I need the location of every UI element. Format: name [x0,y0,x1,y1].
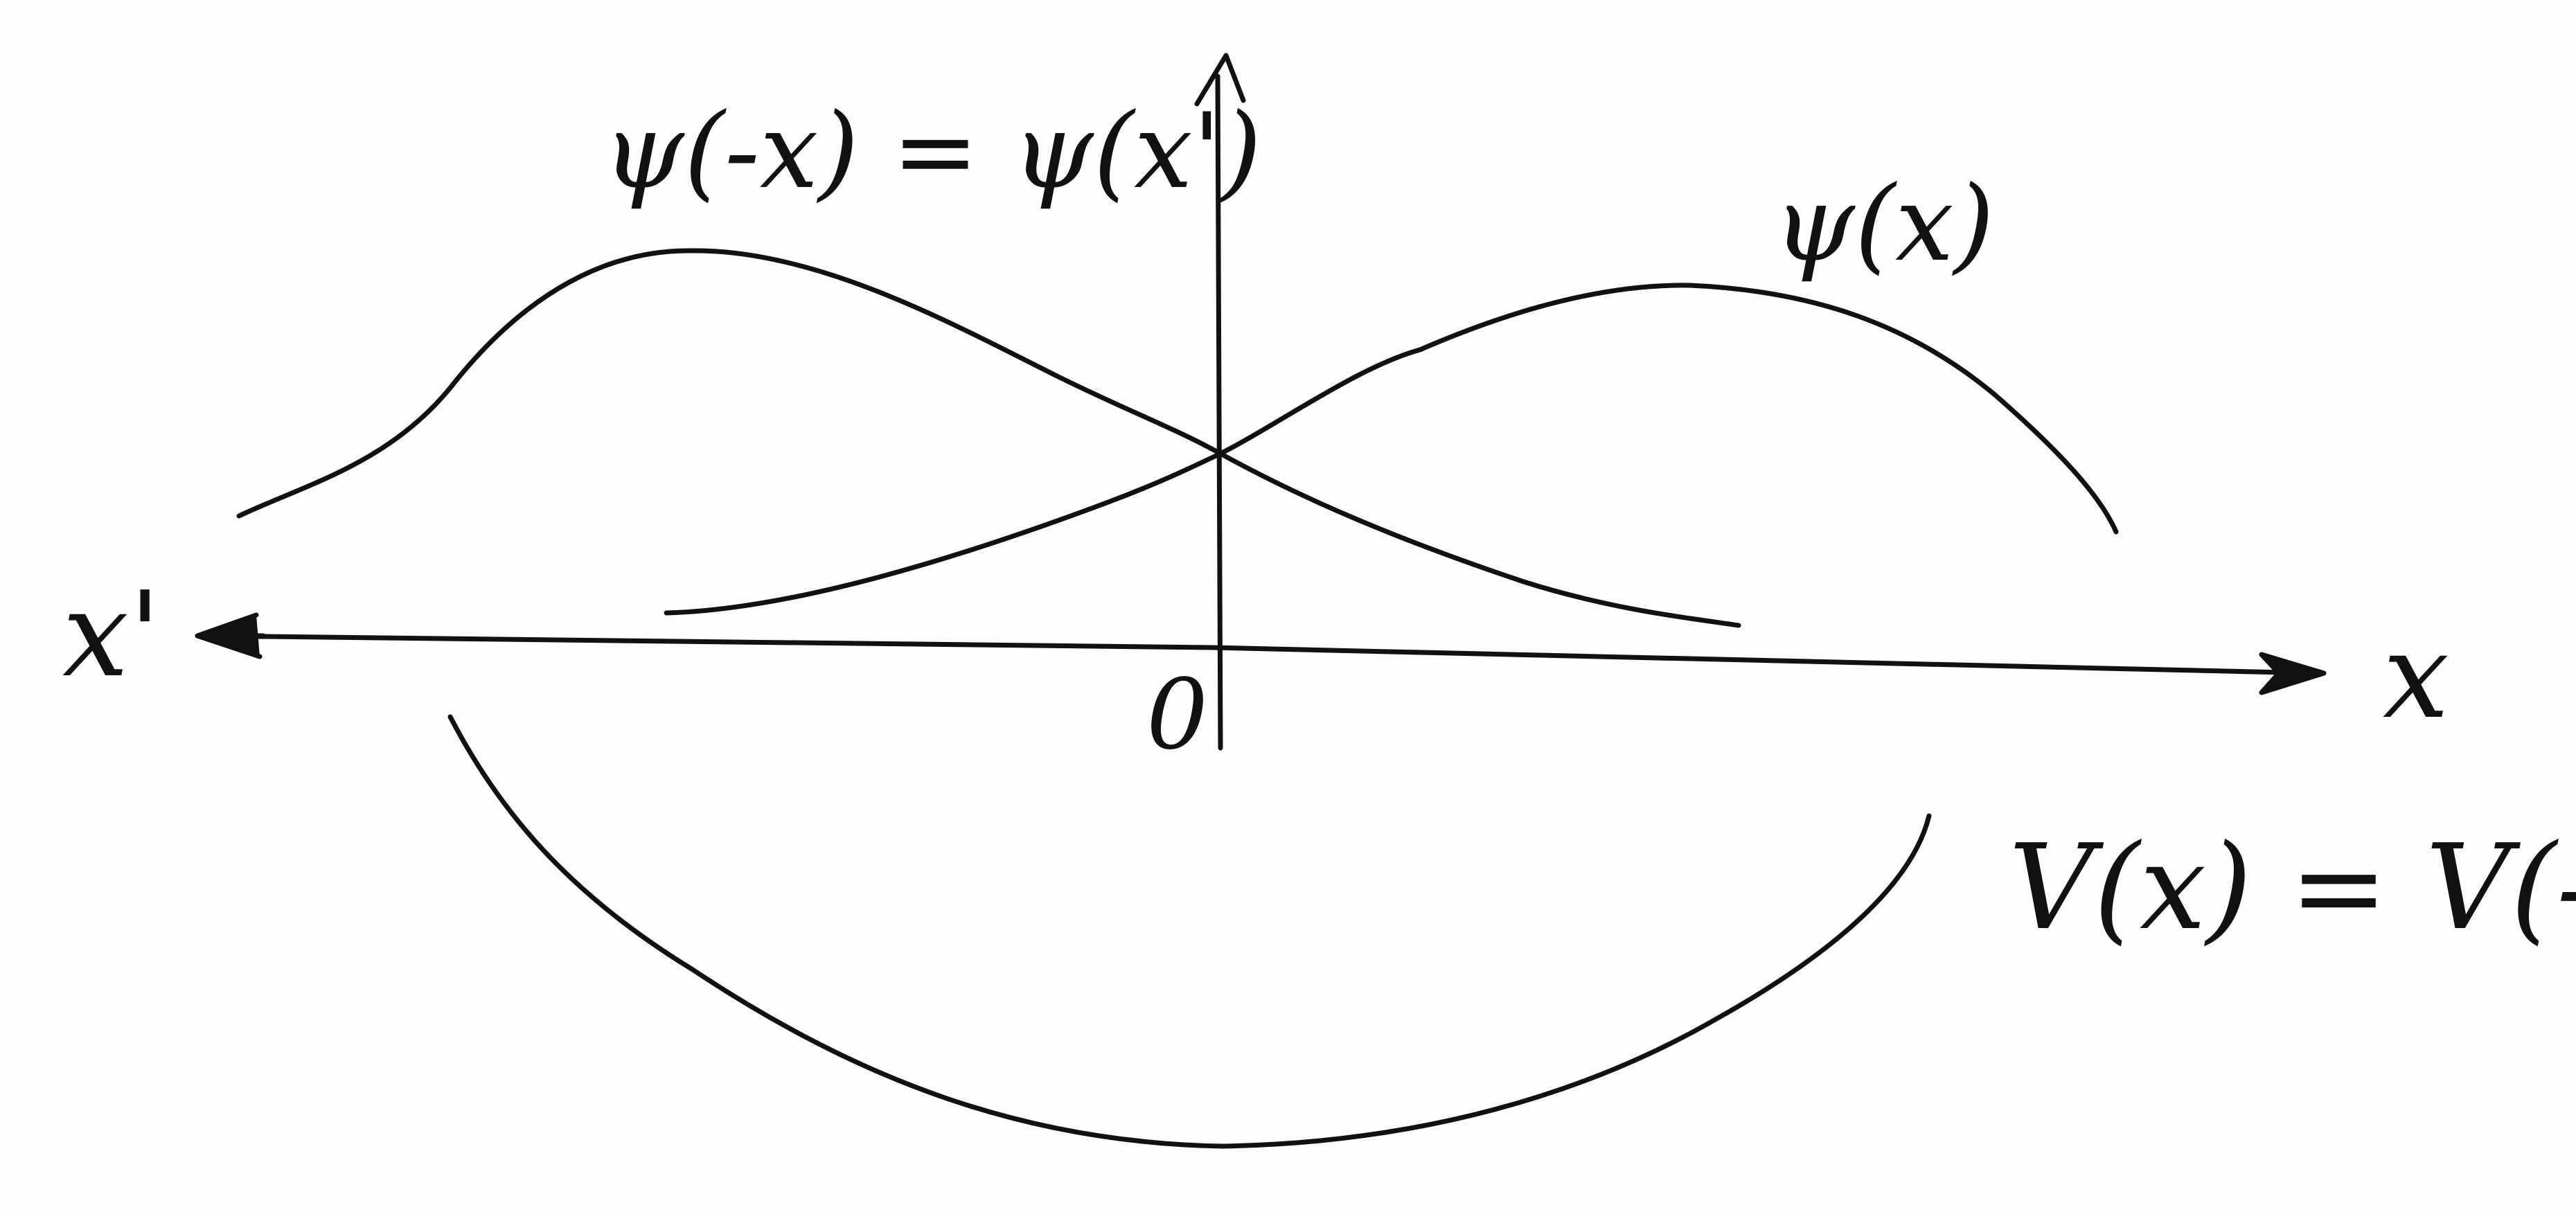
psi-reflected-label: ψ(-x) = ψ(x') [603,91,1262,212]
potential-curve [447,714,1932,1149]
x-prime-axis-label: x' [62,567,161,704]
up-arrowhead-icon [1194,53,1246,107]
x-axis-label: x [2383,608,2449,745]
vertical-axis [1215,73,1223,751]
psi-label: ψ(x) [1773,164,1994,285]
psi-curve [664,283,2119,616]
potential-label: V(x) = V(-x) [2009,819,2576,956]
horizontal-axis [198,633,2316,676]
psi-reflected-curve [236,248,1741,628]
origin-label: 0 [1146,659,1208,772]
right-arrowhead-icon [2259,652,2327,695]
left-arrowhead-icon [195,612,266,659]
